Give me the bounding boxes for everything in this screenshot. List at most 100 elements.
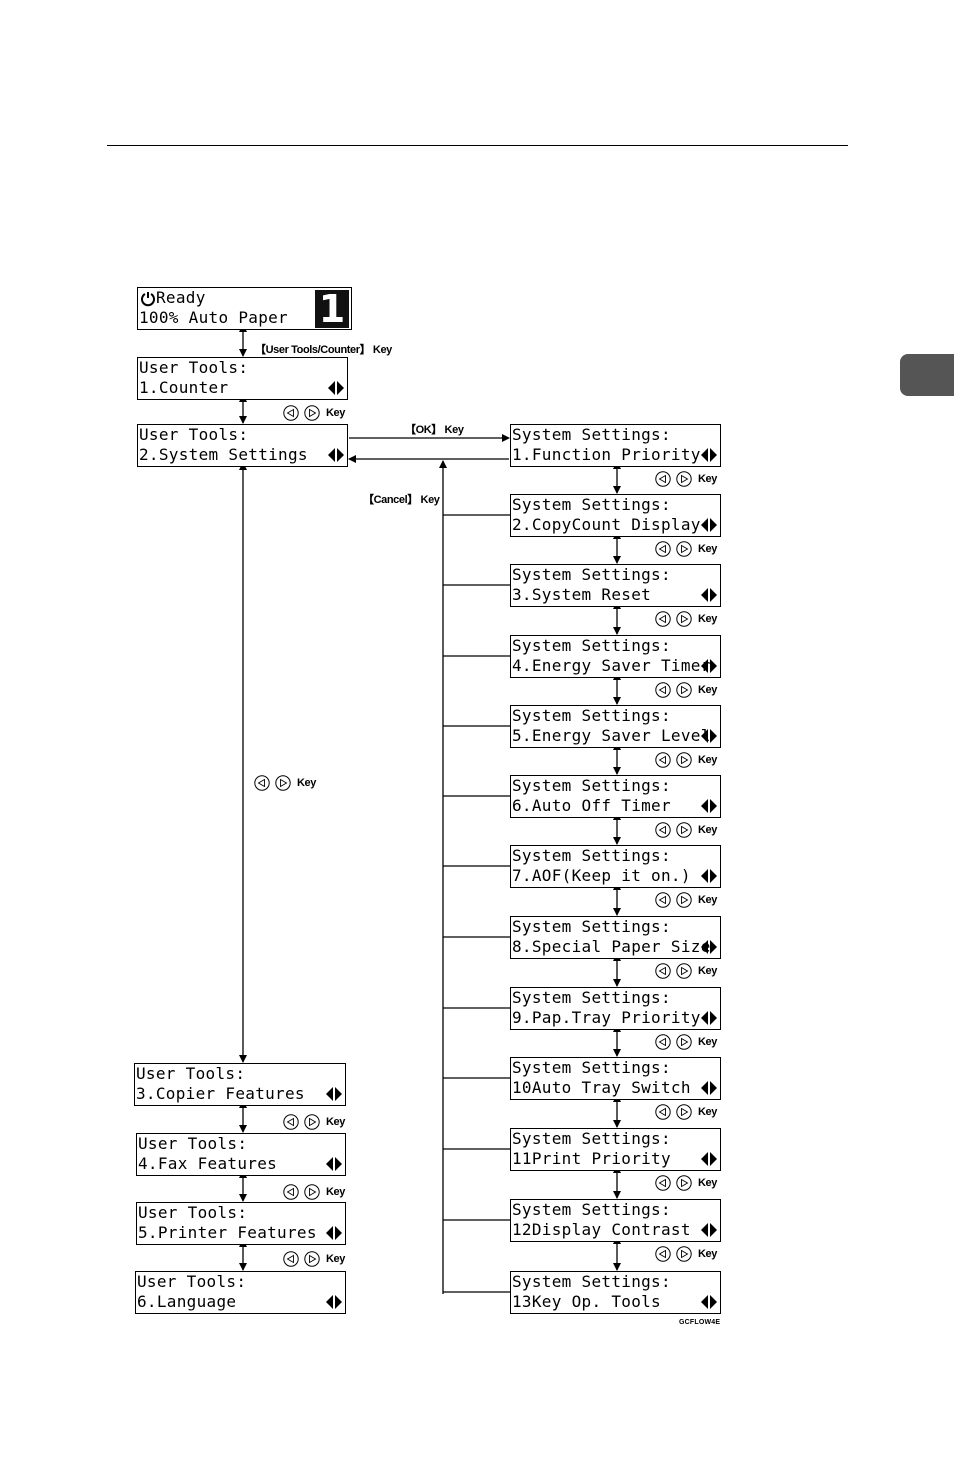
key-text: Key xyxy=(326,407,345,419)
user-tools-nav-key-3: Key xyxy=(283,1114,353,1132)
left-key-icon xyxy=(655,471,671,487)
ready-paper-line: 100% Auto Paper xyxy=(139,308,288,327)
left-right-arrows-icon xyxy=(701,659,717,673)
left-right-arrows-icon xyxy=(701,518,717,532)
user-tools-screen-2: User Tools:2.System Settings xyxy=(137,424,348,467)
lcd-line-1: User Tools: xyxy=(136,1064,246,1083)
lcd-line-2: 6.Language xyxy=(137,1292,237,1311)
system-settings-nav-key-2: Key xyxy=(655,541,725,559)
system-settings-screen-8: System Settings:8.Special Paper Size xyxy=(510,916,721,959)
user-tools-screen-5: User Tools:5.Printer Features xyxy=(136,1202,346,1245)
key-text: Key xyxy=(326,1186,345,1198)
left-key-icon xyxy=(655,1175,671,1191)
left-right-arrows-icon xyxy=(326,1226,342,1240)
left-right-arrows-icon xyxy=(701,588,717,602)
lcd-line-2: 2.System Settings xyxy=(139,445,308,464)
system-settings-nav-key-7: Key xyxy=(655,892,725,910)
top-rule xyxy=(107,145,848,146)
right-key-icon xyxy=(676,471,692,487)
lcd-line-1: System Settings: xyxy=(512,495,671,514)
cancel-key-label: 【Cancel】 Key xyxy=(363,494,440,506)
key-text: Key xyxy=(698,824,717,836)
right-key-icon xyxy=(676,682,692,698)
key-text: Key xyxy=(698,965,717,977)
key-text: Key xyxy=(326,1253,345,1265)
key-text: Key xyxy=(326,1116,345,1128)
system-settings-screen-2: System Settings:2.CopyCount Display xyxy=(510,494,721,537)
system-settings-screen-6: System Settings:6.Auto Off Timer xyxy=(510,775,721,818)
right-key-icon xyxy=(275,775,291,791)
right-key-icon xyxy=(676,611,692,627)
system-settings-screen-4: System Settings:4.Energy Saver Timer xyxy=(510,635,721,678)
key-text: Key xyxy=(698,1248,717,1260)
left-key-icon xyxy=(655,892,671,908)
system-settings-screen-9: System Settings:9.Pap.Tray Priority xyxy=(510,987,721,1030)
system-settings-nav-key-6: Key xyxy=(655,822,725,840)
user-tools-nav-key-main: Key xyxy=(254,775,324,793)
system-settings-screen-1: System Settings:1.Function Priority xyxy=(510,424,721,467)
left-key-icon xyxy=(283,405,299,421)
system-settings-screen-5: System Settings:5.Energy Saver Level xyxy=(510,705,721,748)
copy-count: 1 xyxy=(315,290,349,328)
lcd-line-1: System Settings: xyxy=(512,846,671,865)
key-text: Key xyxy=(297,777,316,789)
right-key-icon xyxy=(676,1104,692,1120)
lcd-line-1: System Settings: xyxy=(512,1058,671,1077)
user-tools-nav-key-1: Key xyxy=(283,405,353,423)
system-settings-nav-key-12: Key xyxy=(655,1246,725,1264)
left-right-arrows-icon xyxy=(701,1295,717,1309)
lcd-line-2: 7.AOF(Keep it on.) xyxy=(512,866,691,885)
left-right-arrows-icon xyxy=(701,869,717,883)
system-settings-screen-13: System Settings:13Key Op. Tools xyxy=(510,1271,721,1314)
key-text: Key xyxy=(698,1036,717,1048)
left-key-icon xyxy=(655,822,671,838)
left-right-arrows-icon xyxy=(328,381,344,395)
right-key-icon xyxy=(304,405,320,421)
left-key-icon xyxy=(655,963,671,979)
lcd-line-2: 3.Copier Features xyxy=(136,1084,305,1103)
left-key-icon xyxy=(655,611,671,627)
lcd-line-1: System Settings: xyxy=(512,425,671,444)
lcd-line-1: System Settings: xyxy=(512,706,671,725)
lcd-line-1: System Settings: xyxy=(512,917,671,936)
system-settings-screen-11: System Settings:11Print Priority xyxy=(510,1128,721,1171)
right-key-icon xyxy=(676,1246,692,1262)
left-right-arrows-icon xyxy=(326,1087,342,1101)
power-icon xyxy=(141,292,155,307)
key-text: Key xyxy=(698,894,717,906)
lcd-line-1: User Tools: xyxy=(138,1134,248,1153)
system-settings-screen-12: System Settings:12Display Contrast xyxy=(510,1199,721,1242)
user-tools-screen-4: User Tools:4.Fax Features xyxy=(136,1133,346,1176)
lcd-line-2: 5.Printer Features xyxy=(138,1223,317,1242)
left-key-icon xyxy=(655,752,671,768)
user-tools-nav-key-4: Key xyxy=(283,1184,353,1202)
system-settings-screen-3: System Settings:3.System Reset xyxy=(510,564,721,607)
left-right-arrows-icon xyxy=(328,448,344,462)
right-key-icon xyxy=(676,822,692,838)
lcd-line-1: System Settings: xyxy=(512,1272,671,1291)
user-tools-screen-6: User Tools:6.Language xyxy=(135,1271,346,1314)
left-key-icon xyxy=(655,1104,671,1120)
left-key-icon xyxy=(655,1246,671,1262)
left-key-icon xyxy=(283,1251,299,1267)
right-key-icon xyxy=(676,963,692,979)
right-key-icon xyxy=(304,1251,320,1267)
key-text: Key xyxy=(698,613,717,625)
lcd-line-2: 13Key Op. Tools xyxy=(512,1292,661,1311)
system-settings-nav-key-5: Key xyxy=(655,752,725,770)
lcd-line-2: 4.Energy Saver Timer xyxy=(512,656,711,675)
lcd-line-2: 8.Special Paper Size xyxy=(512,937,711,956)
right-key-icon xyxy=(304,1114,320,1130)
system-settings-nav-key-9: Key xyxy=(655,1034,725,1052)
lcd-line-1: User Tools: xyxy=(138,1203,248,1222)
key-text: Key xyxy=(698,754,717,766)
user-tools-nav-key-5: Key xyxy=(283,1251,353,1269)
key-text: Key xyxy=(698,473,717,485)
lcd-line-1: System Settings: xyxy=(512,1129,671,1148)
lcd-line-2: 4.Fax Features xyxy=(138,1154,278,1173)
lcd-line-1: User Tools: xyxy=(139,425,249,444)
system-settings-nav-key-10: Key xyxy=(655,1104,725,1122)
lcd-line-2: 10Auto Tray Switch xyxy=(512,1078,691,1097)
user-tools-screen-3: User Tools:3.Copier Features xyxy=(134,1063,346,1106)
left-key-icon xyxy=(655,682,671,698)
